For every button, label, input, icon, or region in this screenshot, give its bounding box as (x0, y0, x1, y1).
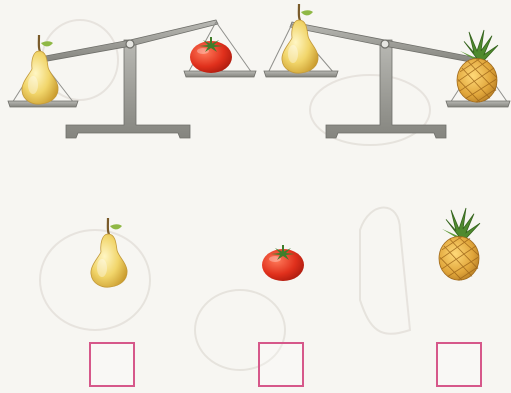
fruit-pineapple (439, 208, 480, 280)
fruit-pear (91, 218, 127, 287)
pineapple-icon (439, 208, 480, 280)
tomato-icon (262, 245, 304, 281)
answer-box-tomato[interactable] (258, 342, 304, 387)
tomato-icon (190, 37, 232, 73)
pear-icon (282, 4, 318, 73)
pineapple-icon (457, 30, 498, 102)
balance-scale-2 (264, 4, 510, 138)
balance-scale-1 (8, 20, 256, 138)
answer-box-pear[interactable] (89, 342, 135, 387)
answer-box-pineapple[interactable] (436, 342, 482, 387)
pear-icon (22, 35, 58, 104)
fruit-tomato (262, 245, 304, 281)
pear-icon (91, 218, 127, 287)
